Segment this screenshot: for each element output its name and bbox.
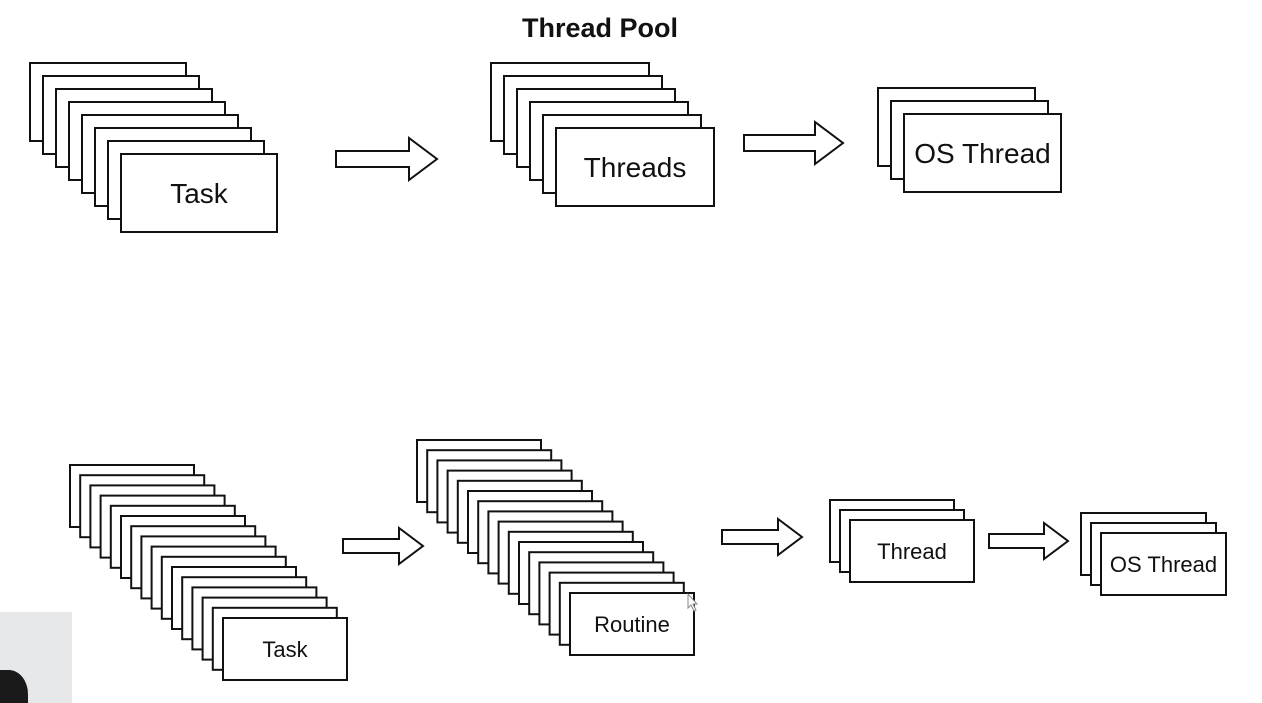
top-arrow-threads-to-os xyxy=(743,120,845,166)
front-card xyxy=(120,153,278,233)
right-arrow-icon xyxy=(988,521,1070,561)
right-arrow-icon xyxy=(721,517,804,557)
presenter-silhouette xyxy=(0,670,28,703)
bottom-routine-stack: Routine xyxy=(416,439,695,656)
bottom-arrow-routine-to-thread xyxy=(721,517,804,557)
threads-label: Threads xyxy=(584,152,687,183)
task-label: Task xyxy=(170,178,229,209)
routine-label: Routine xyxy=(594,612,670,637)
top-task-stack: Task xyxy=(29,62,278,233)
bottom-os-thread-stack: OS Thread xyxy=(1080,512,1227,596)
top-arrow-task-to-threads xyxy=(335,136,439,182)
task-label: Task xyxy=(262,637,308,662)
front-card xyxy=(1100,532,1227,596)
front-card xyxy=(849,519,975,583)
bottom-arrow-task-to-routine xyxy=(342,526,425,566)
os-thread-label: OS Thread xyxy=(914,138,1050,169)
os-thread-label: OS Thread xyxy=(1110,552,1217,577)
diagram-title: Thread Pool xyxy=(522,13,678,43)
top-os-thread-stack: OS Thread xyxy=(877,87,1062,193)
bottom-thread-stack: Thread xyxy=(829,499,975,583)
presenter-video-thumbnail xyxy=(0,612,72,703)
front-card xyxy=(569,592,695,656)
top-threads-stack: Threads xyxy=(490,62,715,207)
thread-label: Thread xyxy=(877,539,947,564)
front-card xyxy=(903,113,1062,193)
bottom-arrow-thread-to-os xyxy=(988,521,1070,561)
front-card xyxy=(555,127,715,207)
front-card xyxy=(222,617,348,681)
right-arrow-icon xyxy=(743,120,845,166)
right-arrow-icon xyxy=(342,526,425,566)
mouse-cursor-icon xyxy=(687,592,699,612)
bottom-task-stack: Task xyxy=(69,464,348,681)
right-arrow-icon xyxy=(335,136,439,182)
